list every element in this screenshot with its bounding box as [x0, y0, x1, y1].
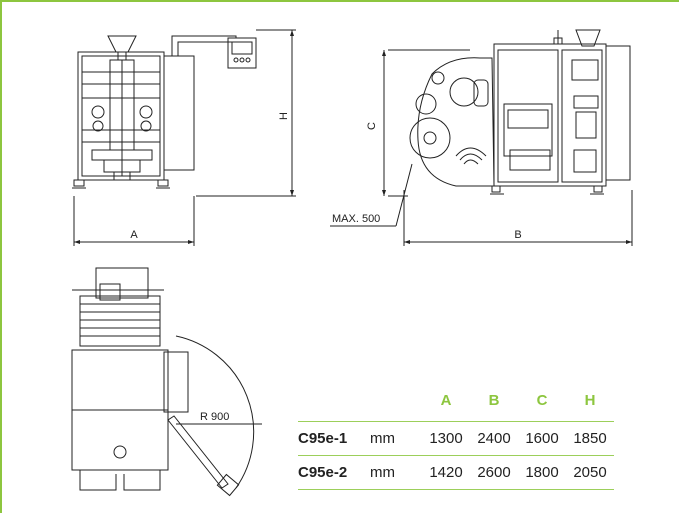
model-name: C95e-2: [298, 455, 370, 490]
table-row: C95e-2 mm 1420 2600 1800 2050: [298, 455, 614, 490]
dim-b-label: B: [514, 229, 521, 241]
value-b: 2400: [470, 421, 518, 456]
value-a: 1420: [422, 455, 470, 490]
top-view: [71, 267, 262, 497]
max-500-label: MAX. 500: [332, 213, 380, 225]
table-header-row: A B C H: [298, 392, 614, 422]
radius-label: R 900: [200, 411, 229, 423]
front-view: [72, 29, 296, 246]
header-c: C: [536, 392, 548, 409]
dim-c-label: C: [366, 122, 378, 130]
value-b: 2600: [470, 455, 518, 490]
unit-label: mm: [370, 455, 422, 490]
side-view: [330, 29, 633, 246]
header-h: H: [584, 392, 596, 409]
header-b: B: [488, 392, 500, 409]
value-h: 2050: [566, 455, 614, 490]
value-c: 1600: [518, 421, 566, 456]
value-a: 1300: [422, 421, 470, 456]
dim-a-label: A: [130, 229, 138, 241]
value-c: 1800: [518, 455, 566, 490]
table-row: C95e-1 mm 1300 2400 1600 1850: [298, 421, 614, 456]
header-a: A: [440, 392, 452, 409]
dim-h-label: H: [278, 112, 290, 120]
dimensions-table: A B C H C95e-1 mm 1300 2400 1600 1850 C9…: [298, 392, 614, 490]
value-h: 1850: [566, 421, 614, 456]
unit-label: mm: [370, 421, 422, 456]
model-name: C95e-1: [298, 421, 370, 456]
